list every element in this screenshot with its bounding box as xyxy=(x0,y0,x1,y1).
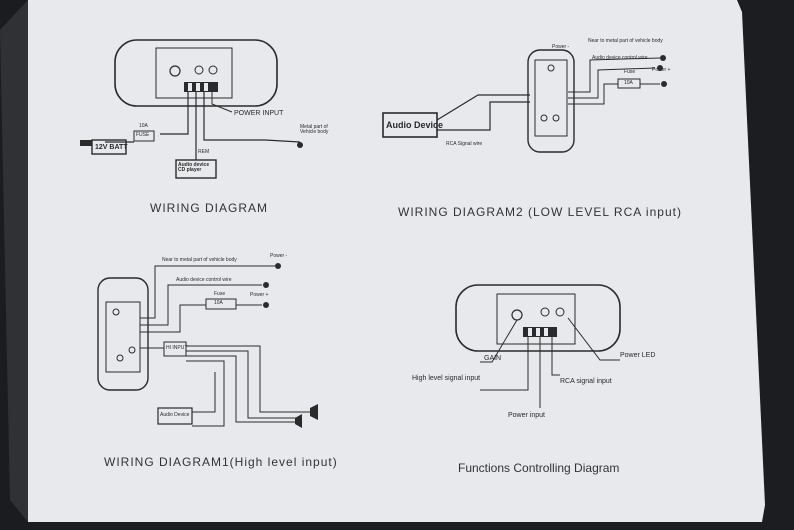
label-battery: 12V BATT xyxy=(95,144,128,151)
label-metal-part: Metal part of Vehicle body xyxy=(300,124,329,135)
wiring-diagram-main xyxy=(91,39,301,179)
label-fuse-amp: 10A xyxy=(139,123,148,129)
left-shadow xyxy=(0,0,28,530)
wiring-diagram-1 xyxy=(97,265,310,427)
label-power-plus-1: Power + xyxy=(250,292,269,298)
label-power-plus-2: Power + xyxy=(652,67,671,73)
label-power-minus-1: Power - xyxy=(270,253,288,259)
rca-wire-2 xyxy=(436,94,530,121)
label-rem: REM xyxy=(198,149,210,155)
label-fuse-amp-2: 10A xyxy=(624,80,633,86)
label-audio-device-1: Audio Device xyxy=(160,412,190,418)
label-audio-device: Audio device CD player xyxy=(178,162,210,173)
label-audio-control-1: Audio device control wire xyxy=(176,277,232,283)
label-power-led: Power LED xyxy=(620,352,656,359)
audio-device-box-1 xyxy=(157,407,193,425)
fuse-box-2 xyxy=(617,78,641,89)
battery-symbol xyxy=(80,140,303,148)
label-gain: GAIN xyxy=(484,355,502,362)
label-power-input-f: Power input xyxy=(508,412,545,419)
label-near-metal-2: Near to metal part of vehicle body xyxy=(588,38,663,44)
audio-device-box-2 xyxy=(382,112,438,138)
amp-outline-2 xyxy=(527,49,575,153)
label-high-level: High level signal input xyxy=(412,375,481,382)
caption-wiring-diagram-1: WIRING DIAGRAM1(High level input) xyxy=(104,455,338,469)
wiring-diagram-2 xyxy=(382,49,661,153)
label-hi-input: HI INPUT xyxy=(166,345,188,351)
gain-leader xyxy=(480,319,518,363)
amp-panel xyxy=(155,47,233,99)
label-power-minus-2: Power - xyxy=(552,44,570,50)
label-audio-device-2: Audio Device xyxy=(386,120,444,130)
caption-wiring-diagram-2: WIRING DIAGRAM2 (LOW LEVEL RCA input) xyxy=(398,205,682,219)
power-input-lead xyxy=(211,92,233,113)
audio-device-box xyxy=(175,159,217,179)
label-fuse-amp-1: 10A xyxy=(214,300,223,306)
label-fuse-1: Fuse xyxy=(214,291,226,297)
caption-wiring-diagram: WIRING DIAGRAM xyxy=(150,201,268,215)
fuse-box xyxy=(133,130,155,142)
label-rca-signal-2: RCA Signal wire xyxy=(446,141,483,147)
label-fuse: FUSE xyxy=(136,132,150,138)
label-near-metal-1: Near to metal part of vehicle body xyxy=(162,257,237,263)
battery-wire xyxy=(160,92,189,135)
high-level-leader xyxy=(480,337,529,391)
battery-box xyxy=(91,139,127,155)
functions-diagram xyxy=(455,284,621,408)
caption-functions: Functions Controlling Diagram xyxy=(458,461,620,475)
label-fuse-2: Fuse xyxy=(624,69,636,75)
amp-outline-f xyxy=(455,284,621,352)
power-led-leader xyxy=(567,317,620,361)
hi-input-box xyxy=(163,341,187,357)
label-rca-signal: RCA signal input xyxy=(560,378,612,385)
amp-knob xyxy=(169,65,181,77)
label-power-input: POWER INPUT xyxy=(234,110,284,117)
label-audio-control-2: Audio device control wire xyxy=(592,55,648,61)
rca-leader xyxy=(551,337,560,376)
ground-wire xyxy=(203,92,301,143)
fuse-box-1 xyxy=(205,298,237,310)
amp-outline-1 xyxy=(97,277,149,391)
